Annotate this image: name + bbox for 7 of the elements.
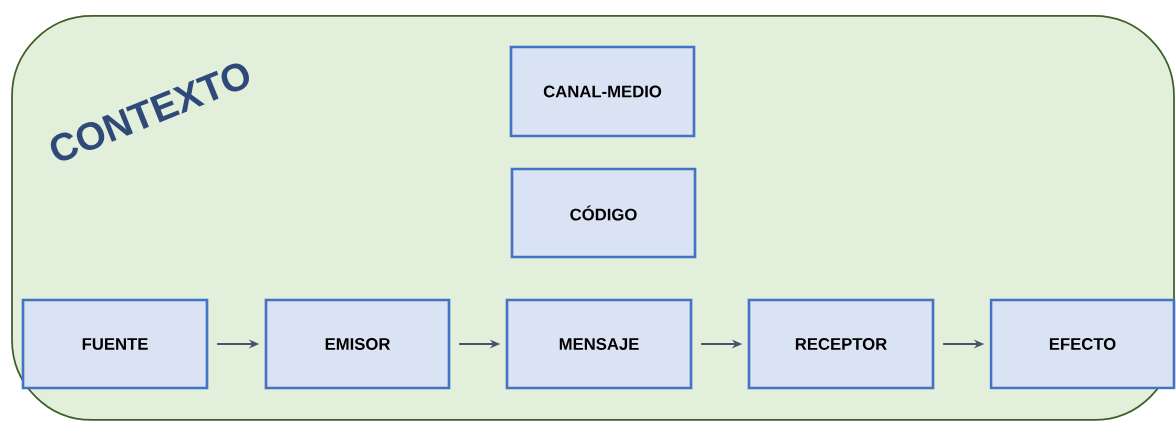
process-box: RECEPTOR [747, 298, 935, 390]
process-box: MENSAJE [505, 298, 693, 390]
process-box: EFECTO [989, 298, 1176, 390]
process-box: FUENTE [21, 298, 209, 390]
process-box: CANAL-MEDIO [509, 45, 696, 138]
process-box: EMISOR [264, 298, 451, 390]
process-box: CÓDIGO [510, 167, 697, 259]
